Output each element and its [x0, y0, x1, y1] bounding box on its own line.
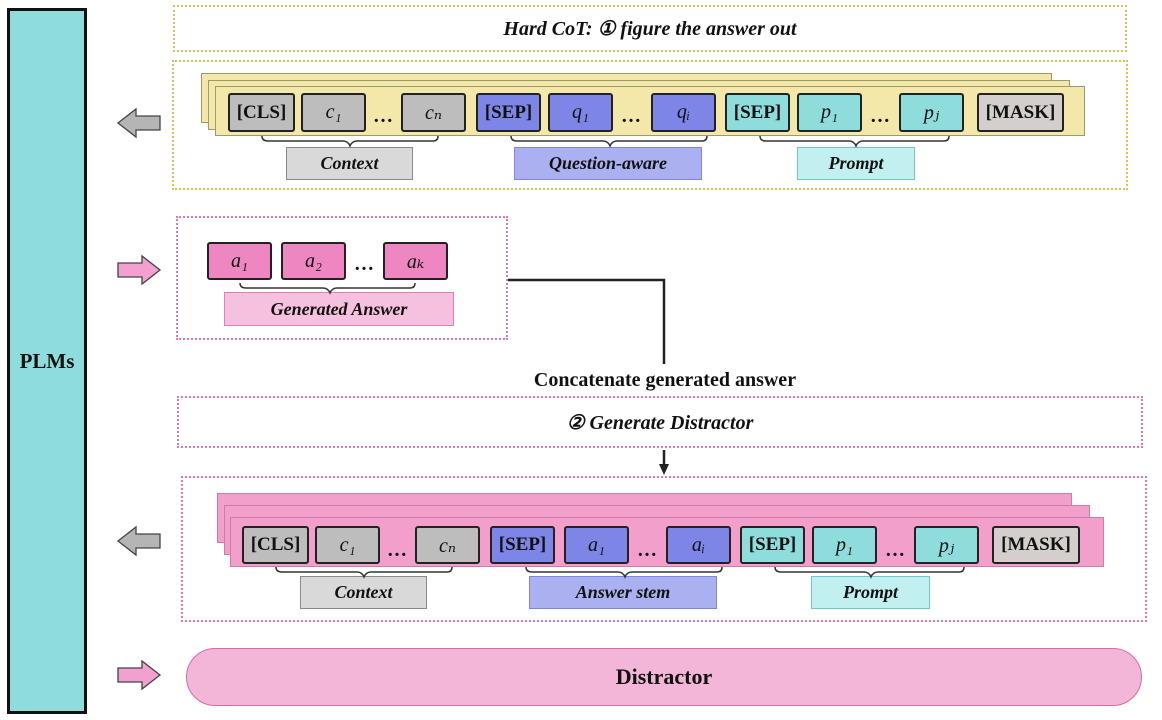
- concatenate-label: Concatenate generated answer: [533, 368, 797, 391]
- arrow-out-icon: [116, 107, 161, 139]
- token-cn: cₙ: [415, 526, 480, 564]
- token-sep: [SEP]: [725, 93, 790, 132]
- token-sep: [SEP]: [476, 93, 541, 132]
- arrow-in-icon: [117, 254, 162, 286]
- prompt-label: Prompt: [811, 576, 930, 609]
- answer-stem-brace: [525, 566, 723, 580]
- generate-distractor-title: ② Generate Distractor: [566, 411, 754, 434]
- distractor-label: Distractor: [615, 664, 713, 689]
- ellipsis: …: [373, 104, 393, 127]
- token-pj: pⱼ: [899, 93, 964, 132]
- question-aware-label: Question-aware: [514, 147, 702, 180]
- distractor-output: Distractor: [186, 648, 1142, 706]
- token-mask: [MASK]: [977, 93, 1064, 132]
- arrow-out-icon: [116, 525, 161, 557]
- generate-distractor-title-box: ② Generate Distractor: [177, 396, 1143, 448]
- ellipsis: …: [637, 538, 657, 561]
- context-label: Context: [300, 576, 427, 609]
- token-pj: pⱼ: [914, 526, 979, 564]
- token-cls: [CLS]: [242, 526, 309, 564]
- token-mask: [MASK]: [992, 526, 1080, 564]
- token-a2: a₂: [281, 242, 346, 280]
- generated-answer-label: Generated Answer: [224, 292, 454, 326]
- prompt-brace: [759, 135, 950, 149]
- down-arrow-head: [659, 464, 669, 475]
- token-cls: [CLS]: [228, 93, 295, 132]
- prompt-brace: [774, 566, 965, 580]
- ellipsis: …: [621, 104, 641, 127]
- context-brace: [275, 566, 453, 580]
- token-sep: [SEP]: [740, 526, 805, 564]
- ellipsis: …: [387, 538, 407, 561]
- section2-input-box: [181, 476, 1147, 622]
- token-sep: [SEP]: [490, 526, 555, 564]
- concat-connector: [508, 278, 666, 364]
- ellipsis: …: [870, 104, 890, 127]
- token-p1: p₁: [797, 93, 862, 132]
- section1-input-box: [172, 60, 1128, 190]
- plms-bar: PLMs: [7, 8, 87, 714]
- token-cn: cₙ: [401, 93, 466, 132]
- ellipsis: …: [885, 538, 905, 561]
- token-p1: p₁: [812, 526, 877, 564]
- token-ai: aᵢ: [666, 526, 731, 564]
- token-qi: qᵢ: [651, 93, 716, 132]
- answer-stem-label: Answer stem: [529, 576, 717, 609]
- token-q1: q₁: [548, 93, 613, 132]
- context-brace: [261, 135, 439, 149]
- context-label: Context: [286, 147, 413, 180]
- hard-cot-title-box: Hard CoT: ① figure the answer out: [173, 5, 1127, 52]
- prompt-label: Prompt: [797, 147, 915, 180]
- token-a1: a₁: [207, 242, 272, 280]
- arrow-in-icon: [117, 659, 162, 691]
- token-c1: c₁: [301, 93, 366, 132]
- hard-cot-title: Hard CoT: ① figure the answer out: [503, 18, 797, 40]
- ellipsis: …: [354, 252, 374, 275]
- question-brace: [510, 135, 708, 149]
- token-ak: aₖ: [383, 242, 448, 280]
- token-a1: a₁: [564, 526, 629, 564]
- answer-brace: [239, 282, 416, 296]
- token-c1: c₁: [315, 526, 380, 564]
- generated-answer-box: [176, 216, 508, 340]
- plms-label: PLMs: [19, 348, 75, 373]
